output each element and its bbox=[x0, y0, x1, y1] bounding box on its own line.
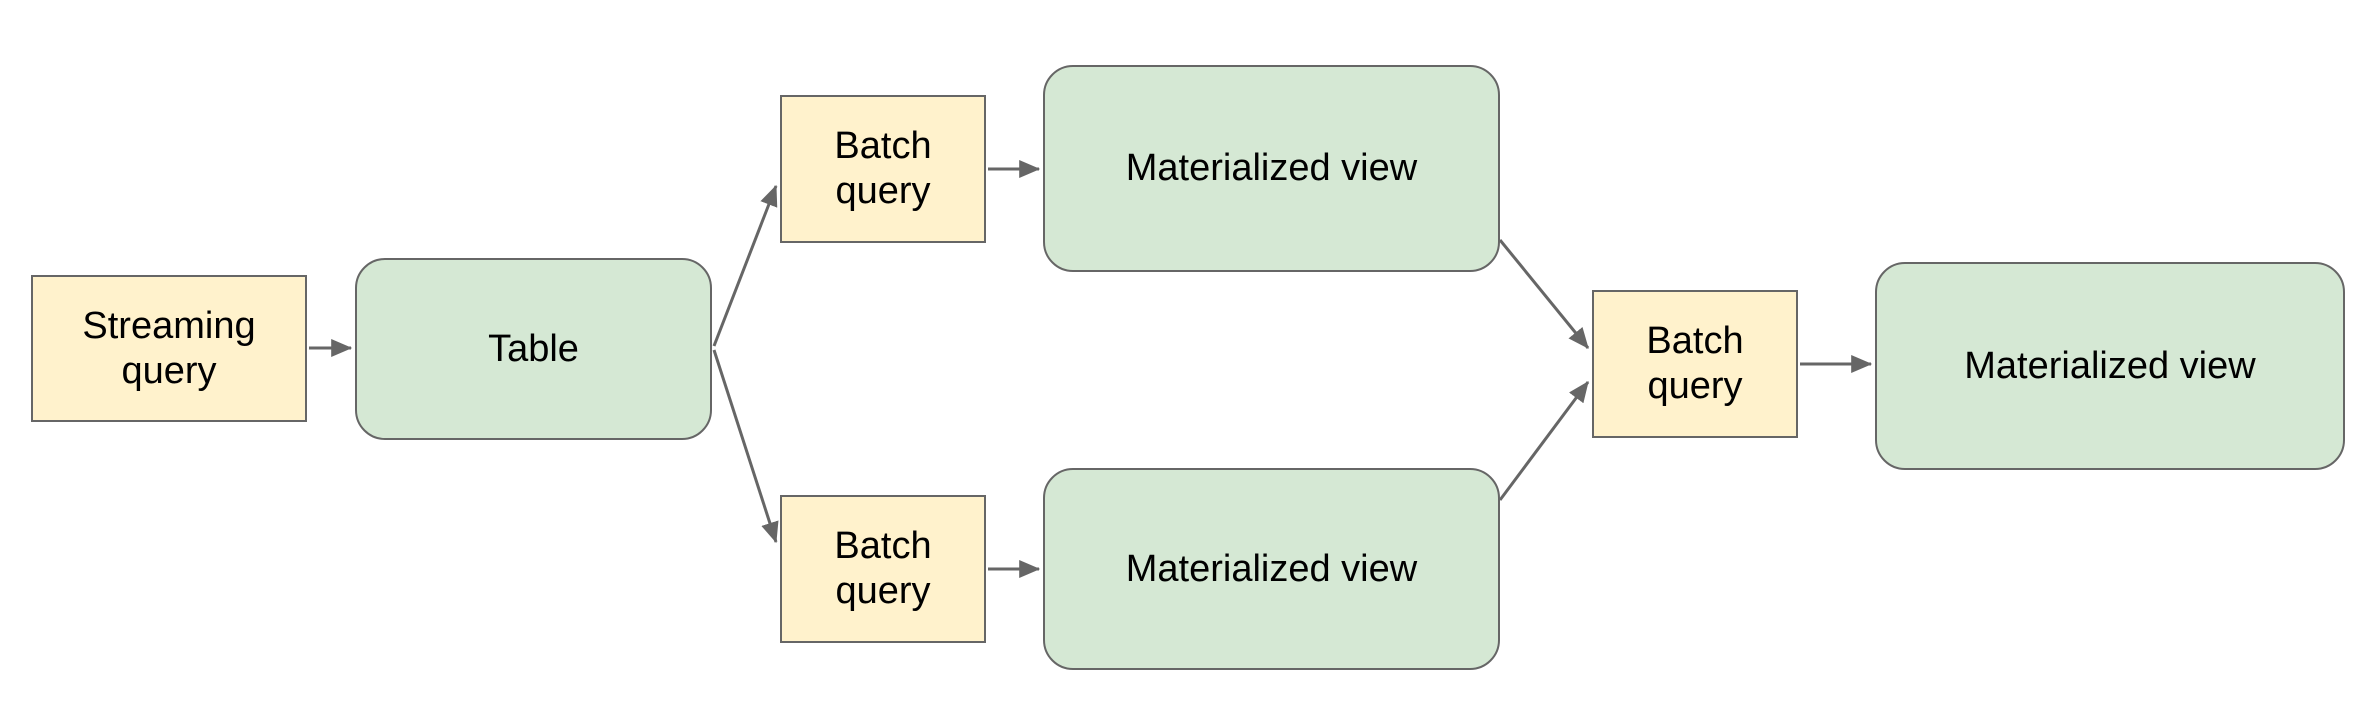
edge-table-to-batch-query-top bbox=[712, 184, 778, 347]
node-materialized-view-bottom[interactable]: Materialized view bbox=[1043, 468, 1500, 670]
node-label-batch-query-top: Batch query bbox=[834, 125, 932, 212]
node-materialized-view-top[interactable]: Materialized view bbox=[1043, 65, 1500, 272]
node-materialized-view-final[interactable]: Materialized view bbox=[1875, 262, 2345, 470]
node-batch-query-top[interactable]: Batch query bbox=[780, 95, 986, 243]
node-label-materialized-view-top: Materialized view bbox=[1125, 147, 1418, 190]
edge-materialized-view-top-to-batch-query-merge bbox=[1498, 239, 1590, 349]
node-label-materialized-view-bottom: Materialized view bbox=[1125, 547, 1418, 590]
edge-table-to-batch-query-bottom bbox=[712, 349, 779, 544]
node-label-batch-query-merge: Batch query bbox=[1646, 320, 1744, 407]
node-label-materialized-view-final: Materialized view bbox=[1964, 344, 2256, 387]
node-streaming-query[interactable]: Streaming query bbox=[31, 275, 307, 422]
node-label-batch-query-bottom: Batch query bbox=[834, 525, 932, 612]
node-label-table: Table bbox=[488, 327, 579, 370]
node-label-streaming-query: Streaming query bbox=[82, 304, 256, 392]
node-batch-query-bottom[interactable]: Batch query bbox=[780, 495, 986, 643]
edge-materialized-view-bottom-to-batch-query-merge bbox=[1498, 381, 1590, 501]
node-table[interactable]: Table bbox=[355, 258, 712, 440]
node-batch-query-merge[interactable]: Batch query bbox=[1592, 290, 1798, 438]
